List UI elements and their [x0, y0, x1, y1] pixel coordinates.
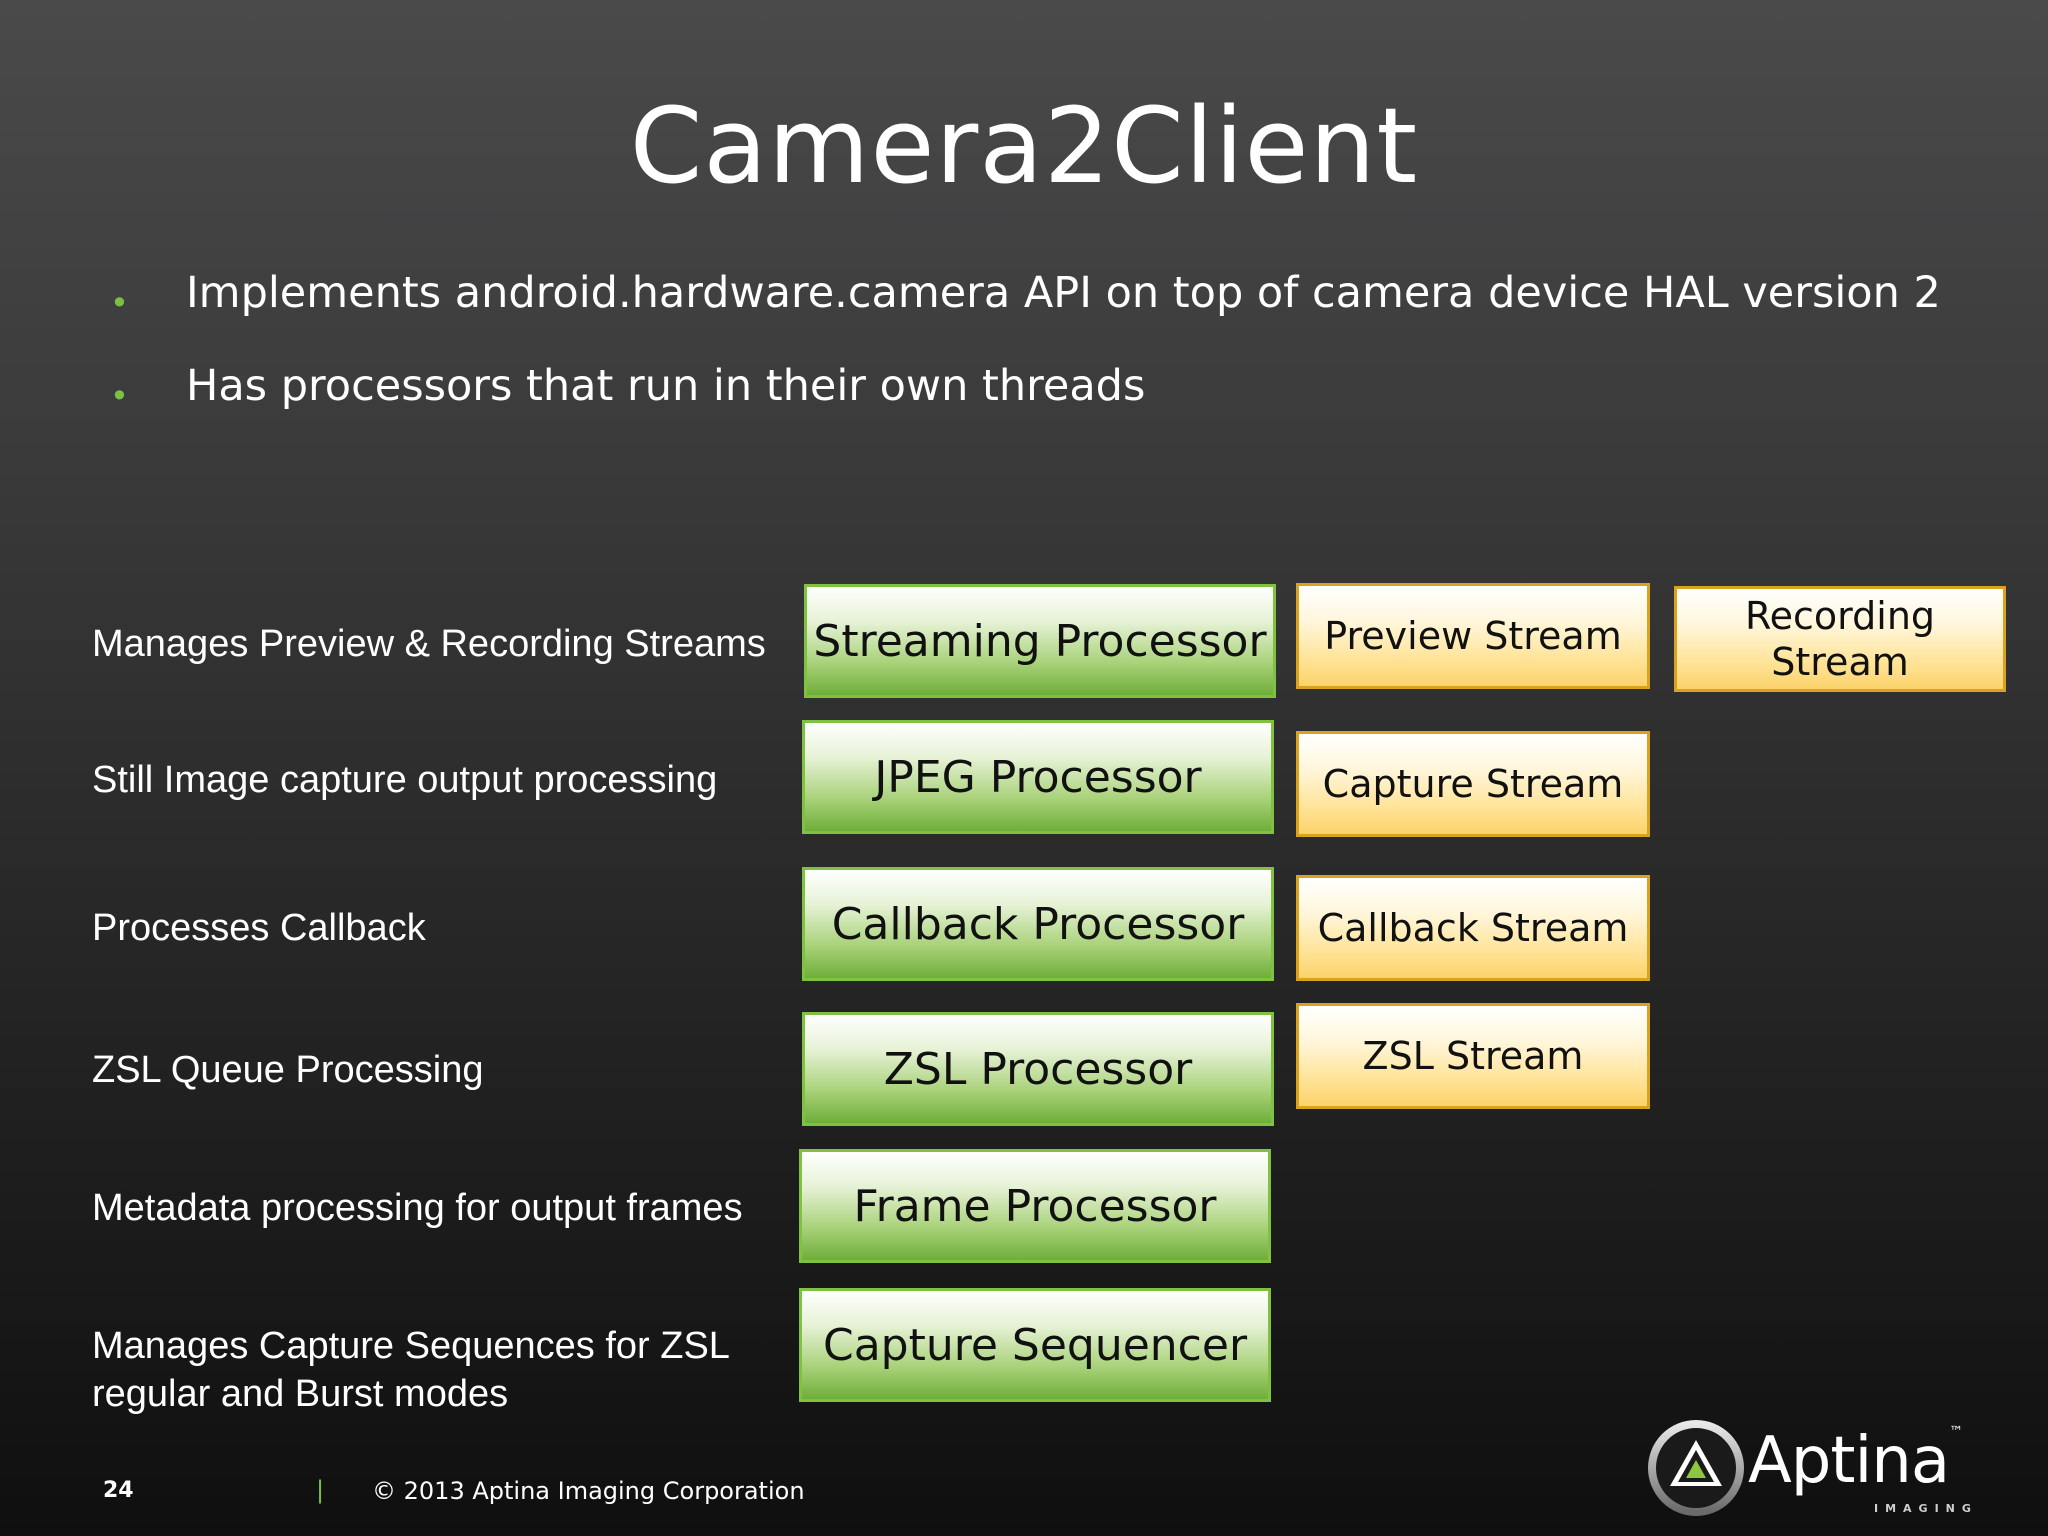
preview-stream-box: Preview Stream: [1296, 583, 1650, 689]
bullet-text: Has processors that run in their own thr…: [186, 361, 1146, 411]
row-description: Manages Capture Sequences for ZSL regula…: [92, 1325, 730, 1415]
row-description: Processes Callback: [92, 907, 426, 949]
frame-processor-box: Frame Processor: [799, 1149, 1271, 1263]
bullet-text: Implements android.hardware.camera API o…: [186, 268, 1941, 318]
aptina-subtitle: IMAGING: [1874, 1502, 1978, 1515]
row-description: Still Image capture output processing: [92, 759, 718, 801]
bullet-dot-icon: •: [110, 377, 129, 415]
aptina-wordmark-text: Aptina: [1748, 1424, 1950, 1498]
page-number: 24: [103, 1478, 134, 1503]
streaming-processor-box: Streaming Processor: [804, 584, 1276, 698]
row-description: ZSL Queue Processing: [92, 1049, 484, 1091]
zsl-processor-box: ZSL Processor: [802, 1012, 1274, 1126]
callback-processor-box: Callback Processor: [802, 867, 1274, 981]
jpeg-processor-box: JPEG Processor: [802, 720, 1274, 834]
footer-separator: |: [316, 1476, 325, 1504]
capture-stream-box: Capture Stream: [1296, 731, 1650, 837]
capture-sequencer-box: Capture Sequencer: [799, 1288, 1271, 1402]
bullet-dot-icon: •: [110, 284, 129, 322]
recording-stream-box: Recording Stream: [1674, 586, 2006, 692]
trademark-symbol: ™: [1949, 1424, 1963, 1440]
slide-title: Camera2Client: [629, 85, 1419, 207]
aptina-logo-icon: [1648, 1420, 1744, 1516]
callback-stream-box: Callback Stream: [1296, 875, 1650, 981]
row-description: Metadata processing for output frames: [92, 1187, 743, 1229]
aptina-logo: Aptina™ IMAGING: [1648, 1420, 2028, 1520]
aptina-wordmark: Aptina™: [1748, 1424, 1963, 1498]
footer-copyright: © 2013 Aptina Imaging Corporation: [372, 1477, 805, 1505]
zsl-stream-box: ZSL Stream: [1296, 1003, 1650, 1109]
row-description: Manages Preview & Recording Streams: [92, 623, 766, 665]
